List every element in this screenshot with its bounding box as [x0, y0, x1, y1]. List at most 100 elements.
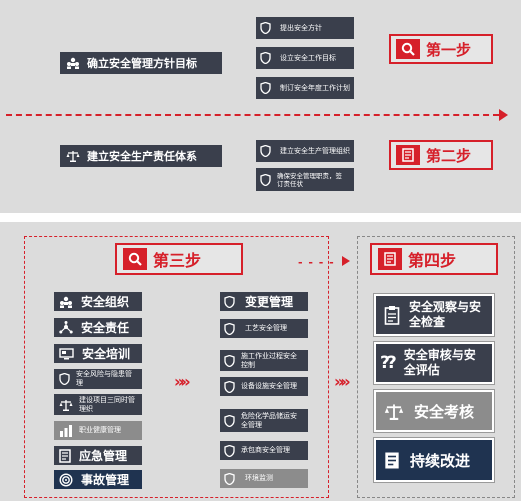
step2-main-box: 建立安全生产责任体系 — [60, 145, 222, 167]
step1-sub-1: 提出安全方针 — [256, 17, 354, 39]
step2-badge: 第二步 — [389, 140, 493, 170]
document-icon — [402, 148, 414, 162]
shield-icon — [224, 322, 235, 335]
step3-right-item-7: 环境监测 — [220, 469, 308, 488]
shield-icon — [260, 145, 271, 157]
shield-icon — [260, 52, 271, 64]
step2-main-label: 建立安全生产责任体系 — [87, 150, 197, 163]
step4-item-2-label: 安全审核与安全评估 — [403, 348, 476, 377]
step3-left-item-2: 安全责任 — [54, 318, 142, 337]
scale-icon — [59, 399, 73, 411]
step1-sub-3: 制订安全年度工作计划 — [256, 77, 354, 99]
step4-badge-icon-box — [378, 248, 402, 270]
step4-badge-label: 第四步 — [408, 251, 457, 270]
shield-icon — [224, 295, 235, 308]
org-icon — [67, 57, 79, 69]
step3-left-item-7: 应急管理 — [54, 446, 142, 465]
step1-sub-1-label: 提出安全方针 — [280, 23, 322, 32]
org-icon — [60, 296, 72, 308]
step3-left-item-5: 建设项目三同时管理织 — [54, 394, 142, 415]
step3-left-item-6: 职业健康管理 — [54, 421, 142, 440]
network-icon — [59, 321, 73, 334]
step3-right-item-6-label: 承包商安全管理 — [241, 446, 290, 454]
separator-arrow-head — [499, 109, 508, 121]
step3-badge-label: 第三步 — [153, 251, 202, 270]
shield-icon — [260, 82, 271, 94]
scale-icon — [66, 151, 80, 162]
step3-right-item-7-label: 环境监测 — [245, 474, 273, 482]
step3-left-item-6-label: 职业健康管理 — [79, 426, 121, 434]
step3-left-item-2-label: 安全责任 — [81, 321, 130, 335]
shield-icon — [224, 380, 235, 393]
step3-right-item-5: 危险化学品储运安全管理 — [220, 409, 308, 432]
step1-badge: 第一步 — [389, 34, 493, 64]
step3-right-item-6: 承包商安全管理 — [220, 441, 308, 460]
step3-left-item-7-label: 应急管理 — [79, 449, 128, 463]
step1-sub-2-label: 设立安全工作目标 — [280, 53, 336, 62]
document-icon — [59, 448, 71, 463]
step1-main-label: 确立安全管理方针目标 — [87, 57, 197, 70]
step3-left-item-5-label: 建设项目三同时管理织 — [79, 395, 135, 413]
shield-icon — [260, 22, 271, 34]
step3-right-item-4-label: 设备设施安全管理 — [241, 382, 297, 390]
step3-left-item-1: 安全组织 — [54, 292, 142, 311]
shield-icon — [224, 414, 235, 427]
step1-sub-3-label: 制订安全年度工作计划 — [280, 83, 350, 92]
step4-badge: 第四步 — [370, 243, 498, 275]
step3-right-item-3-label: 施工作业过程安全控制 — [241, 351, 297, 369]
step3-left-item-8: 事故管理 — [54, 470, 142, 489]
step2-badge-label: 第二步 — [426, 146, 472, 165]
shield-icon — [224, 354, 235, 367]
step4-item-4: 持续改进 — [373, 437, 495, 483]
step2-badge-icon-box — [396, 145, 420, 165]
shield-icon — [224, 444, 235, 457]
step3-right-item-4: 设备设施安全管理 — [220, 377, 308, 396]
step4-item-4-label: 持续改进 — [410, 451, 471, 470]
step3-left-item-4-label: 安全风险与隐患管理 — [76, 370, 132, 387]
step4-item-3-label: 安全考核 — [414, 402, 475, 421]
question-icon: ?? — [380, 353, 397, 373]
step2-sub-2-label: 确保安全管理职责，签订责任状 — [277, 171, 342, 188]
step3-left-item-3: 安全培训 — [54, 344, 142, 363]
target-icon — [59, 472, 73, 487]
search-icon — [128, 252, 142, 266]
step3-frame — [24, 236, 329, 498]
step4-item-2: ?? 安全审核与安全评估 — [373, 341, 495, 385]
step3-to-step4-chevron: »» — [334, 372, 351, 391]
step4-item-1-label: 安全观察与安全检查 — [409, 300, 482, 329]
step3-inner-chevron: »» — [174, 372, 191, 391]
bars-icon — [60, 424, 72, 437]
step1-badge-label: 第一步 — [426, 40, 472, 59]
search-icon — [401, 42, 415, 56]
step3-right-item-2-label: 工艺安全管理 — [245, 324, 287, 332]
step3-left-item-8-label: 事故管理 — [81, 473, 130, 487]
step3-left-item-1-label: 安全组织 — [81, 295, 130, 309]
step1-main-box: 确立安全管理方针目标 — [60, 52, 222, 74]
step3-right-item-3: 施工作业过程安全控制 — [220, 350, 308, 371]
step4-item-1: 安全观察与安全检查 — [373, 293, 495, 337]
screen-icon — [59, 347, 74, 359]
document-icon — [384, 252, 396, 266]
step3-right-item-1-label: 变更管理 — [245, 295, 294, 309]
step2-sub-2: 确保安全管理职责，签订责任状 — [256, 168, 354, 191]
step3-badge: 第三步 — [115, 243, 243, 275]
document-icon — [385, 452, 399, 468]
step-separator-line — [6, 114, 499, 116]
step3-to-step4-arrow-head — [342, 256, 350, 266]
scale-icon — [384, 403, 404, 420]
step3-right-item-1: 变更管理 — [220, 292, 308, 311]
step1-sub-2: 设立安全工作目标 — [256, 47, 354, 69]
step4-item-3: 安全考核 — [373, 389, 495, 433]
step2-sub-1-label: 建立安全生产管理组织 — [280, 146, 350, 155]
step3-right-item-5-label: 危险化学品储运安全管理 — [241, 411, 297, 429]
step3-badge-icon-box — [123, 248, 147, 270]
clipboard-icon — [384, 306, 400, 325]
step3-to-step4-arrow: - - - - — [298, 256, 335, 269]
step3-left-item-3-label: 安全培训 — [82, 347, 131, 361]
step3-left-item-4: 安全风险与隐患管理 — [54, 369, 142, 389]
shield-icon — [260, 173, 271, 186]
shield-icon — [224, 472, 235, 485]
step1-badge-icon-box — [396, 39, 420, 59]
step2-sub-1: 建立安全生产管理组织 — [256, 140, 354, 162]
shield-icon — [59, 373, 70, 385]
